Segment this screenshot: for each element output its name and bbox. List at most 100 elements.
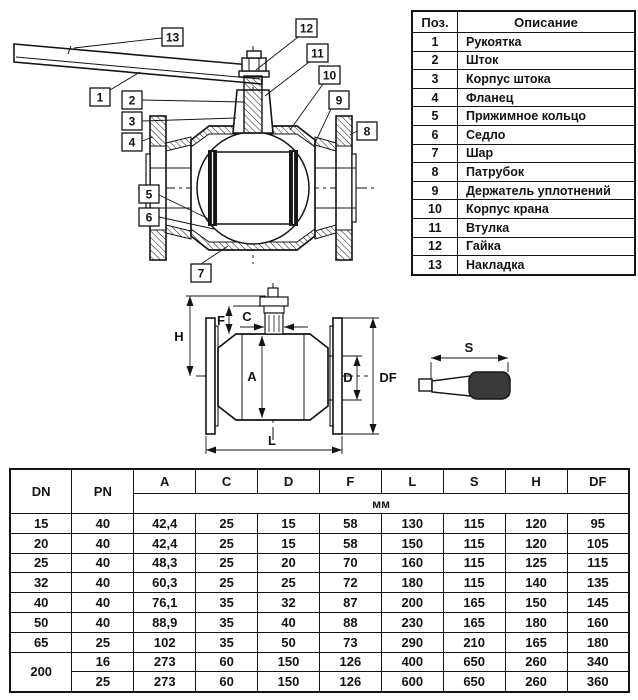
part-description: Гайка (457, 236, 636, 257)
valve-dimensions-drawing: H F C A D DF (174, 283, 511, 454)
dims-header-d: D (257, 468, 320, 494)
handle-overlay-tick (67, 45, 72, 55)
dims-table-cell: 65 (9, 631, 73, 653)
callout-5: 5 (138, 184, 160, 204)
handle-shaft (431, 375, 471, 397)
dims-table-cell: 400 (380, 651, 444, 673)
callout-8-label: 8 (364, 125, 371, 139)
callout-11: 11 (306, 43, 329, 63)
dims-table-cell: 40 (257, 611, 320, 633)
dims-table-cell: 120 (504, 532, 568, 554)
right-flange-hatch-bottom (335, 229, 353, 261)
dims-table-cell: 16 (71, 651, 135, 673)
dims-table-cell: 60 (195, 671, 259, 693)
part-position: 11 (411, 217, 458, 238)
dims-table-cell: 25 (71, 631, 135, 653)
dims-table-cell: 650 (442, 671, 506, 693)
part-position: 10 (411, 199, 458, 219)
dims-table-cell: 290 (380, 631, 444, 653)
dims-table-cell: 87 (318, 592, 382, 613)
dims-table-cell: 95 (566, 513, 630, 534)
dims-table-cell: 73 (318, 631, 382, 653)
dims-table-header-row: DN PN A C D F L S H DF (9, 468, 630, 514)
handle-grip (468, 371, 511, 400)
leader-10 (289, 83, 324, 131)
leader-11 (264, 61, 310, 97)
callout-3: 3 (121, 111, 143, 131)
dims-table-cell: 32 (257, 592, 320, 613)
dims-table-cell: 40 (71, 552, 135, 574)
dims-table-cell: 115 (566, 552, 630, 574)
right-flange-raised-face (351, 153, 357, 223)
part-description: Втулка (457, 217, 636, 238)
dims-table-cell: 76,1 (133, 592, 197, 613)
part-description: Держатель уплотнений (457, 180, 636, 201)
dims-table-cell: 145 (566, 592, 630, 613)
part-position: 6 (411, 124, 458, 145)
dims-table-cell: 25 (195, 572, 259, 594)
dims-table-cell: 40 (9, 592, 73, 613)
dims-table-cell: 40 (71, 513, 135, 534)
callout-2-label: 2 (129, 94, 136, 108)
dim-F-label: F (217, 313, 225, 328)
stem-assembly (232, 50, 274, 134)
dims-table-cell: 200 (380, 592, 444, 613)
callout-7-label: 7 (198, 267, 205, 281)
dim-L-label: L (268, 433, 276, 448)
dims-table-cell: 273 (133, 651, 197, 673)
dim-D-label: D (343, 370, 352, 385)
dims-table-cell: 165 (442, 592, 506, 613)
callout-4: 4 (121, 132, 143, 152)
dims-header-c: C (195, 468, 259, 494)
part-position: 2 (411, 50, 458, 71)
dims-table-cell: 15 (9, 513, 73, 534)
leader-4 (141, 136, 154, 142)
part-description: Накладка (457, 255, 636, 276)
dims-table-cell: 120 (504, 513, 568, 534)
right-pipe-wall-top (314, 136, 337, 152)
dims-table-cell: 50 (257, 631, 320, 653)
dims-table-cell: 150 (257, 671, 320, 693)
dims-header-pn: PN (71, 468, 135, 514)
dims-table-cell: 165 (442, 611, 506, 633)
leader-5 (158, 194, 212, 221)
dims-table-cell: 260 (504, 651, 568, 673)
ball-bore-opening (217, 152, 289, 224)
leader-8 (349, 130, 358, 136)
handle-inner-line (15, 56, 261, 80)
dims-table-cell: 60 (195, 651, 259, 673)
left-pipe-wall-bottom (165, 224, 192, 240)
left-pipe-wall-top (165, 136, 192, 152)
part-position: 12 (411, 236, 458, 257)
outline-left-flange (205, 317, 216, 435)
callout-13: 13 (161, 27, 184, 47)
handle-body (13, 43, 263, 85)
dims-table-cell: 15 (257, 513, 320, 534)
dims-table-cell: 115 (442, 532, 506, 554)
dim-H-label: H (174, 329, 183, 344)
part-description: Фланец (457, 87, 636, 108)
callout-5-label: 5 (146, 188, 153, 202)
right-pipe-wall-bottom (314, 224, 337, 240)
callout-2: 2 (121, 90, 143, 110)
callout-8: 8 (356, 121, 378, 141)
outline-right-raised-face (329, 325, 334, 427)
outline-right-flange (332, 317, 343, 435)
dims-table-cell: 160 (380, 552, 444, 574)
callout-3-label: 3 (129, 115, 136, 129)
dims-table-cell: 260 (504, 671, 568, 693)
dims-table-cell: 180 (380, 572, 444, 594)
dims-table-cell: 15 (257, 532, 320, 554)
